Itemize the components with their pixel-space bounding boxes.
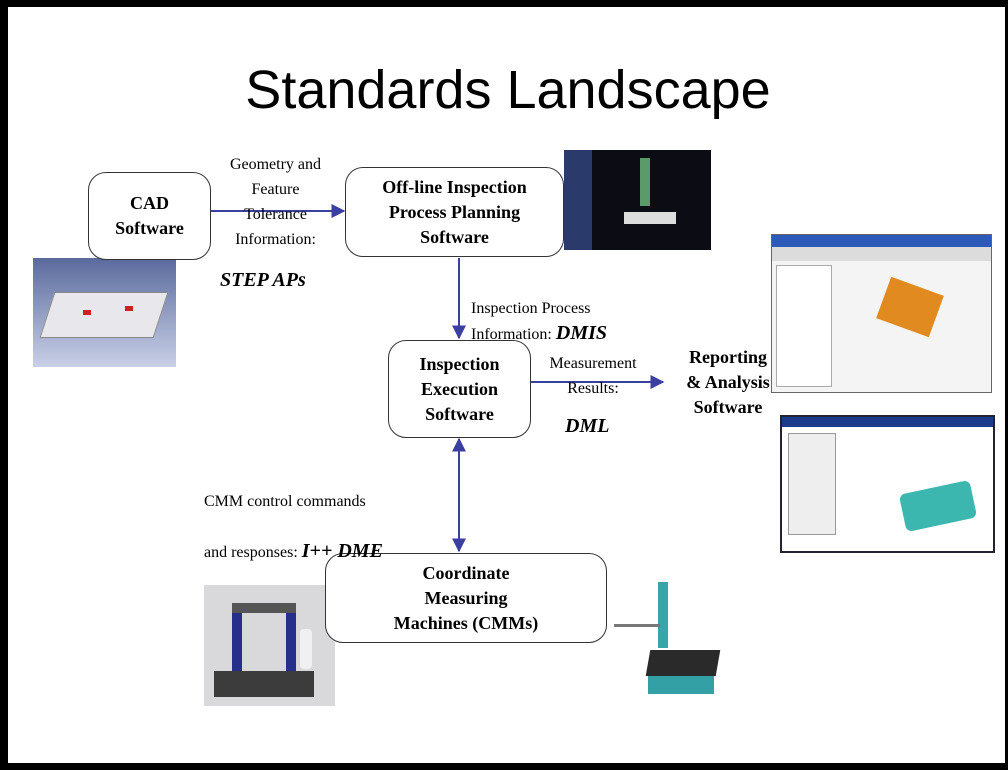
cmm-control-text: and responses:	[204, 544, 302, 561]
step-aps-label: STEP APs	[220, 269, 306, 291]
offline-planning-box: Off-line Inspection Process Planning Sof…	[345, 167, 564, 257]
reporting-screen-image-1	[771, 234, 992, 393]
height-gauge-photo	[614, 580, 721, 701]
cmm-label: Coordinate Measuring Machines (CMMs)	[393, 562, 539, 633]
idme-label: I++ DME	[301, 540, 383, 562]
inspection-process-text: Inspection Process Information:	[471, 300, 591, 343]
geometry-info-label: Geometry and Feature Tolerance Informati…	[229, 156, 322, 248]
connector-arrows	[210, 204, 665, 553]
cmm-control-label: CMM control commands and responses: I++ …	[204, 464, 383, 590]
cad-software-label: CAD Software	[115, 193, 184, 238]
inspection-planning-screen-image	[564, 150, 711, 250]
measurement-results-label: Measurement Results:	[549, 355, 637, 397]
cad-model-image	[33, 258, 176, 367]
inspection-execution-box: Inspection Execution Software	[388, 340, 531, 438]
cmm-control-line2: and responses: I++ DME	[204, 539, 383, 565]
slide-title: Standards Landscape	[245, 60, 771, 120]
inspection-execution-label: Inspection Execution Software	[419, 353, 500, 424]
offline-planning-label: Off-line Inspection Process Planning Sof…	[382, 176, 527, 247]
reporting-analysis-label: Reporting & Analysis Software	[686, 347, 770, 417]
dmis-label: DMIS	[555, 322, 608, 344]
cmm-control-line1: CMM control commands	[204, 493, 366, 510]
cmm-box: Coordinate Measuring Machines (CMMs)	[325, 553, 607, 643]
cad-software-box: CAD Software	[88, 172, 211, 260]
reporting-screen-image-2	[780, 415, 995, 553]
inspection-process-label: Inspection Process Information: DMIS	[471, 271, 607, 347]
cmm-machine-photo	[204, 585, 335, 706]
dml-label: DML	[565, 415, 610, 437]
